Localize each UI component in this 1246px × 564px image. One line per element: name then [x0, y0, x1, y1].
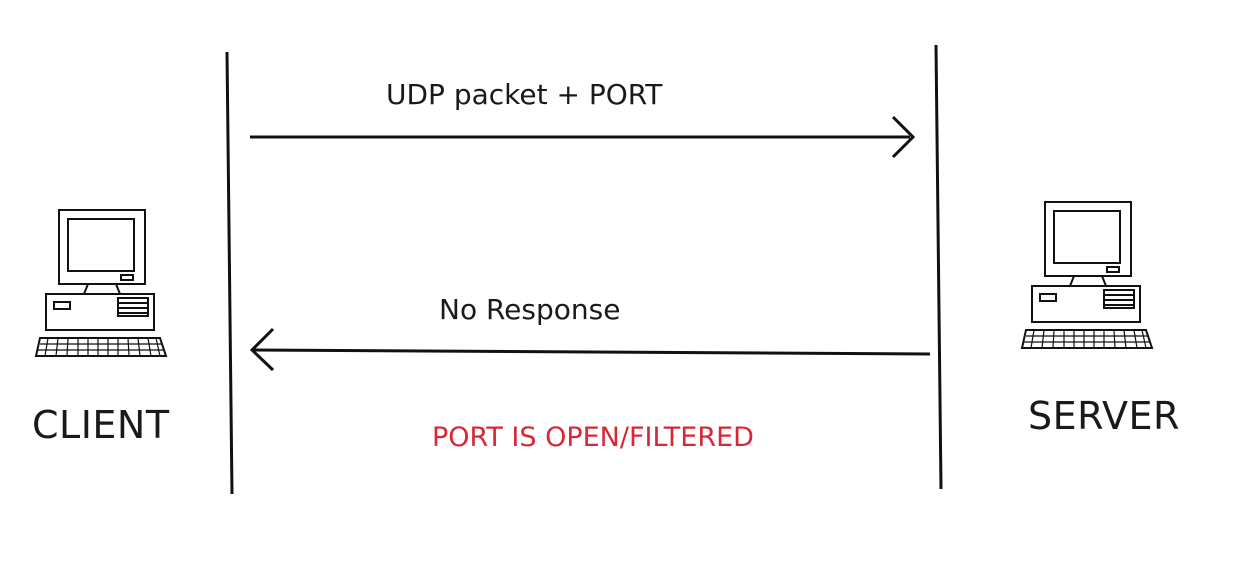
server-computer-icon — [1020, 201, 1154, 349]
server-lifeline — [934, 44, 943, 490]
client-lifeline — [225, 51, 234, 495]
response-message-label: No Response — [439, 293, 621, 326]
request-message-label: UDP packet + PORT — [386, 78, 663, 111]
request-arrow — [250, 115, 916, 159]
client-computer-icon — [34, 209, 168, 357]
port-status-label: PORT IS OPEN/FILTERED — [432, 422, 754, 453]
client-label: CLIENT — [32, 403, 170, 447]
response-arrow — [249, 327, 931, 372]
server-label: SERVER — [1028, 394, 1180, 438]
